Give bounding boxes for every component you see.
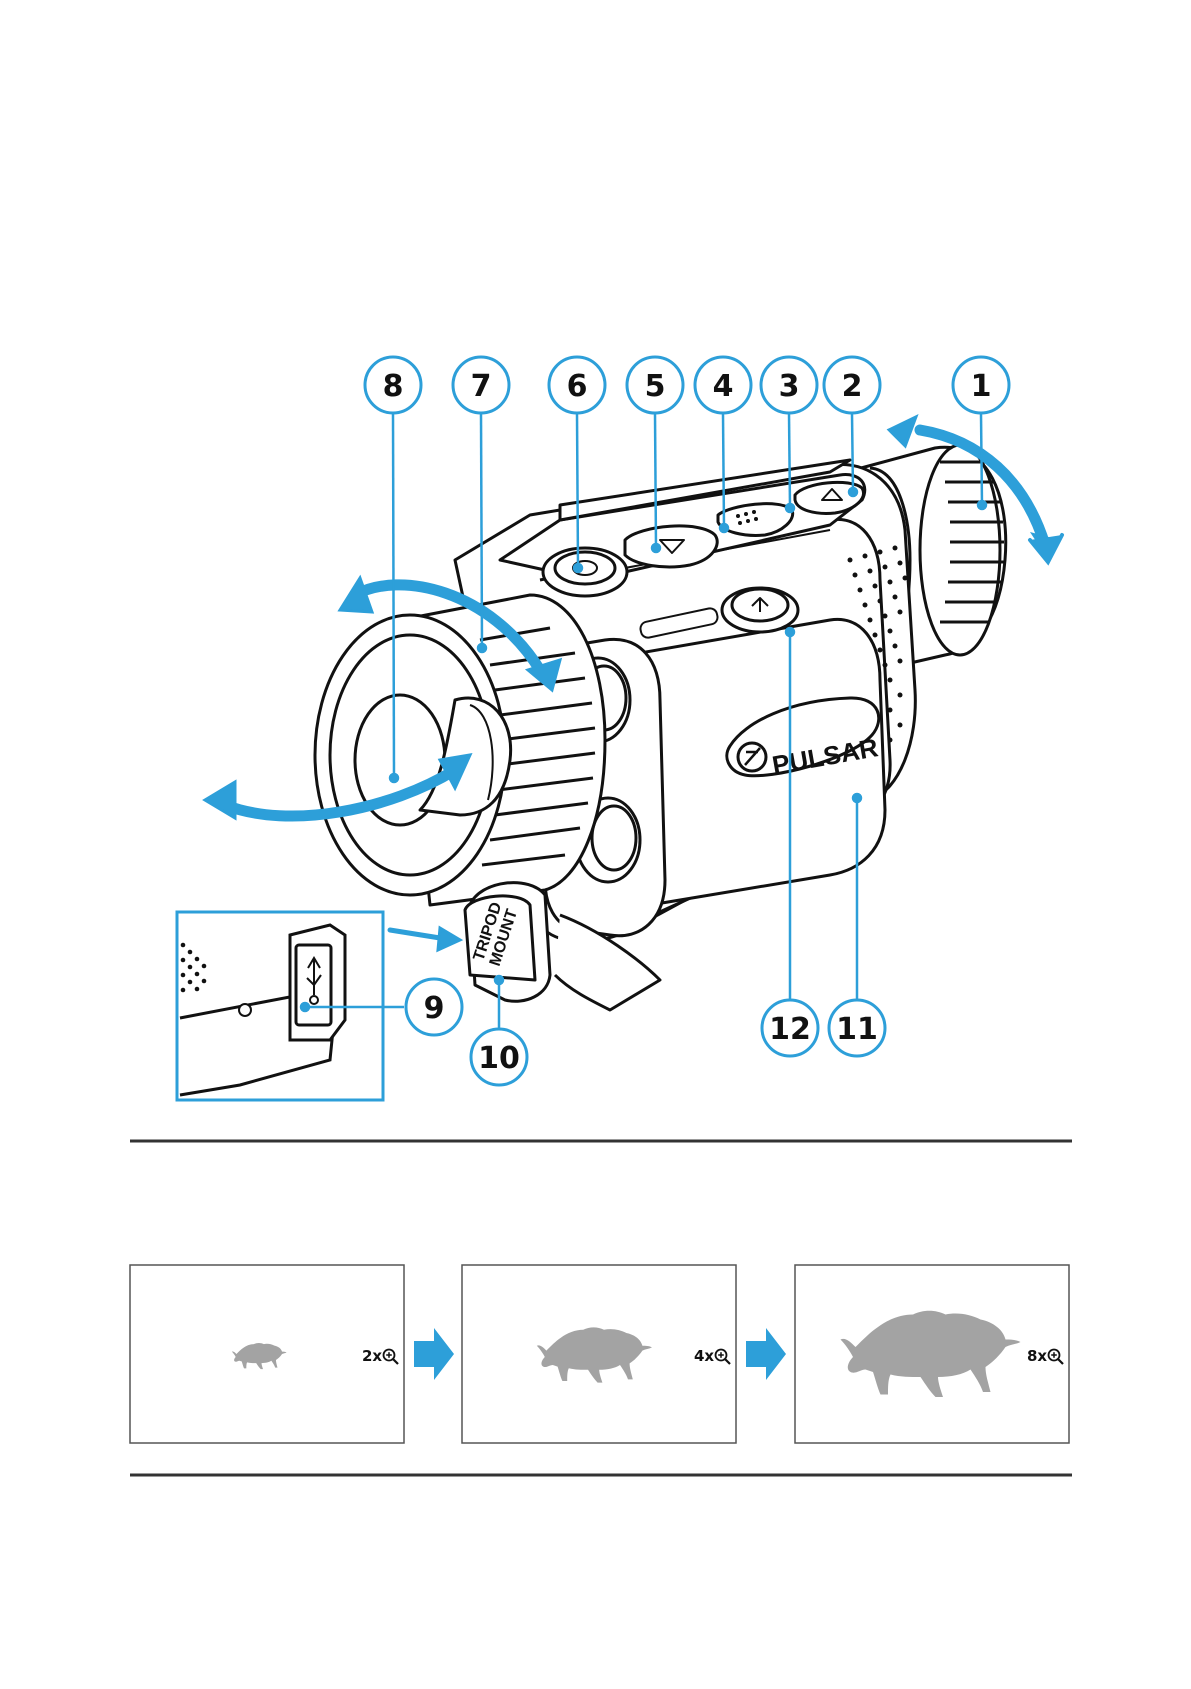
callout-2: 2 xyxy=(824,357,880,413)
arrow-right-icon xyxy=(746,1328,786,1380)
zoom-frame-2x: 2x xyxy=(130,1265,404,1443)
callout-7: 7 xyxy=(453,357,509,413)
callout-number: 1 xyxy=(971,369,992,404)
callout-number: 8 xyxy=(383,369,404,404)
callout-11: 11 xyxy=(829,1000,885,1056)
callout-6: 6 xyxy=(549,357,605,413)
monocular-body: PULSAR xyxy=(315,445,1006,1010)
callout-number: 9 xyxy=(424,991,445,1026)
callout-12: 12 xyxy=(762,1000,818,1056)
objective-lens xyxy=(315,595,605,905)
callout-number: 2 xyxy=(842,369,863,404)
callout-number: 3 xyxy=(779,369,800,404)
zoom-level-label: 4x xyxy=(694,1347,714,1365)
zoom-level-label: 2x xyxy=(362,1347,382,1365)
callout-number: 10 xyxy=(478,1041,520,1076)
callout-8: 8 xyxy=(365,357,421,413)
callout-9: 9 xyxy=(406,979,462,1035)
callout-number: 6 xyxy=(567,369,588,404)
callout-4: 4 xyxy=(695,357,751,413)
callout-number: 4 xyxy=(713,369,734,404)
callout-1: 1 xyxy=(953,357,1009,413)
callout-number: 5 xyxy=(645,369,666,404)
callout-number: 7 xyxy=(471,369,492,404)
zoom-frame-8x: 8x xyxy=(795,1265,1069,1443)
callout-3: 3 xyxy=(761,357,817,413)
zoom-level-label: 8x xyxy=(1027,1347,1047,1365)
callout-number: 12 xyxy=(769,1012,811,1047)
zoom-sequence: 2x 4x 8x xyxy=(130,1265,1069,1443)
callout-5: 5 xyxy=(627,357,683,413)
callout-number: 11 xyxy=(836,1012,878,1047)
callout-10: 10 xyxy=(471,1029,527,1085)
arrow-right-icon xyxy=(414,1328,454,1380)
zoom-frame-4x: 4x xyxy=(462,1265,736,1443)
